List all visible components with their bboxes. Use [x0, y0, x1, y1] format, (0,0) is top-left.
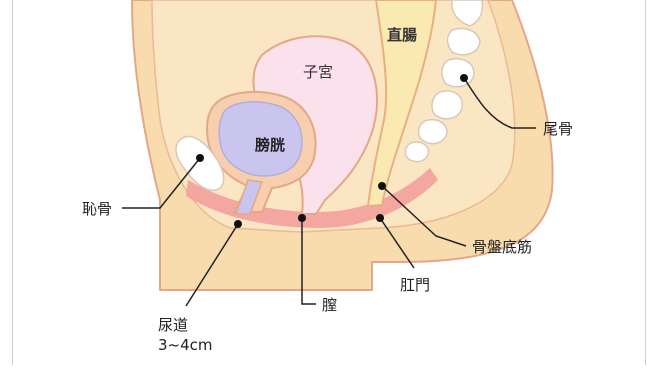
anus-dot: [376, 214, 384, 222]
vagina-label: 膣: [322, 296, 337, 314]
urethra-label: 尿道: [158, 316, 188, 334]
urethra-dot: [234, 220, 242, 228]
vagina-dot: [298, 214, 306, 222]
pelvic-floor-label: 骨盤底筋: [472, 238, 532, 256]
urethra-length-label: 3~4cm: [158, 336, 213, 354]
pubic-bone-label: 恥骨: [82, 200, 112, 218]
frame-border-left: [12, 0, 13, 365]
rectum-label: 直腸: [387, 26, 417, 44]
pelvic-floor-dot: [378, 182, 386, 190]
frame-border-right: [645, 0, 646, 365]
coccyx-dot: [460, 74, 468, 82]
coccyx-label: 尾骨: [543, 120, 573, 138]
bladder-label: 膀胱: [255, 136, 285, 154]
pubic-dot: [196, 154, 204, 162]
anus-label: 肛門: [400, 276, 430, 294]
uterus-label: 子宮: [303, 63, 333, 81]
